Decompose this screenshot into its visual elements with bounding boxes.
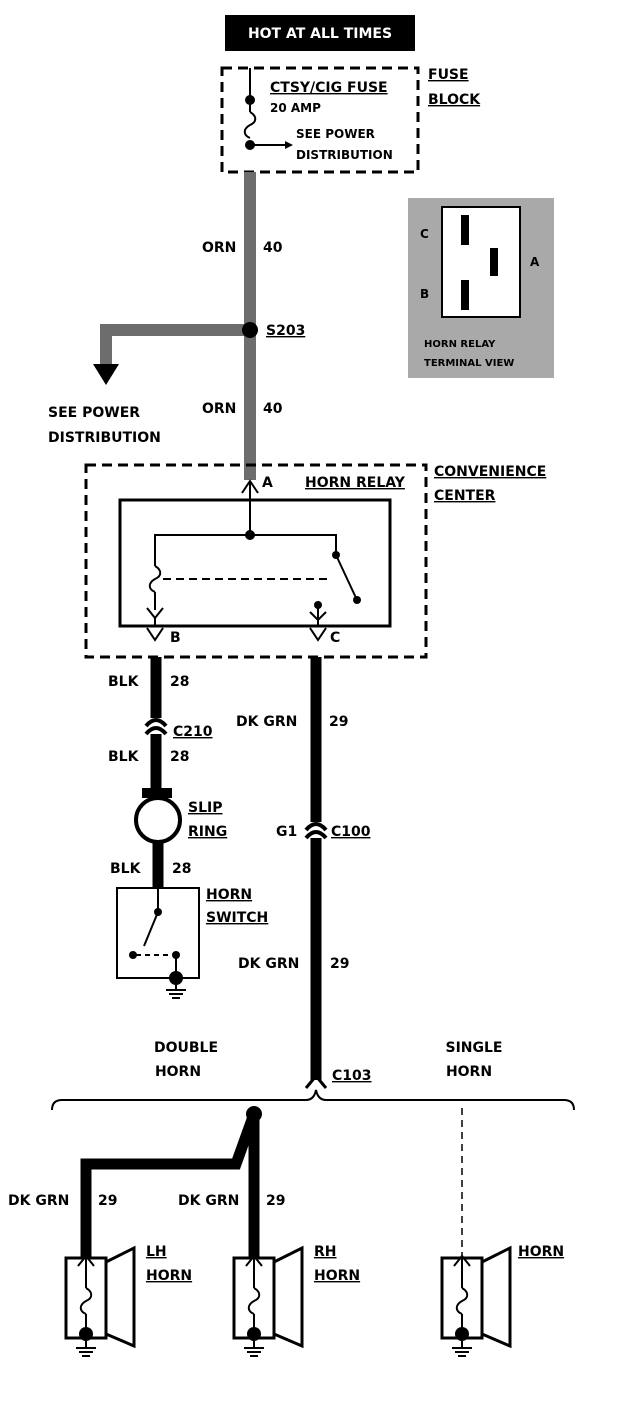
fuse-block-label-line1: FUSE [428, 67, 469, 83]
connector-c100-label: C100 [331, 824, 371, 840]
splice-s203-label: S203 [266, 323, 305, 339]
terminal-view-label-c: C [420, 227, 429, 241]
horn-relay-label: HORN RELAY [305, 475, 406, 491]
blk-lower-color: BLK [110, 861, 142, 877]
fuse-rating: 20 AMP [270, 101, 321, 115]
connector-c210-label: C210 [173, 724, 213, 740]
lh-horn-icon [64, 1245, 136, 1357]
see-power-branch-wire [100, 324, 250, 368]
see-power-left-line1: SEE POWER [48, 405, 140, 421]
dkgrn-lh-circuit: 29 [98, 1193, 117, 1209]
single-horn-label-line2: HORN [446, 1064, 492, 1080]
terminal-view-caption-line2: TERMINAL VIEW [424, 358, 514, 369]
orn-lower-circuit: 40 [263, 401, 283, 417]
see-power-left-line2: DISTRIBUTION [48, 430, 161, 446]
connector-c103-icon [304, 1073, 328, 1089]
orn-lower-color: ORN [202, 401, 236, 417]
terminal-view-pin-a [490, 248, 498, 276]
terminal-view-label-b: B [420, 287, 429, 301]
horn-switch-label-line1: HORN [206, 887, 252, 903]
dkgrn-lh-color: DK GRN [8, 1193, 69, 1209]
terminal-view-pin-b [461, 280, 469, 310]
option-brace [51, 1089, 575, 1111]
fuse-name: CTSY/CIG FUSE [270, 80, 388, 96]
horn-switch-arm [143, 911, 159, 947]
connector-c103-label: C103 [332, 1068, 372, 1084]
terminal-a-label: A [262, 475, 273, 491]
fuse-see-power-line2: DISTRIBUTION [296, 148, 393, 162]
splice-s203-dot [242, 322, 258, 338]
dkgrn-rh-circuit: 29 [266, 1193, 285, 1209]
slip-ring-icon [134, 796, 182, 844]
convenience-center-outline [84, 463, 428, 659]
fuse-top-dot [245, 95, 255, 105]
terminal-b-label: B [170, 630, 181, 646]
blk-lower-circuit: 28 [172, 861, 191, 877]
dkgrn-lower-color: DK GRN [238, 956, 299, 972]
blk-middle-circuit: 28 [170, 749, 189, 765]
single-horn-label-line1: SINGLE [446, 1040, 503, 1056]
convenience-center-label-line1: CONVENIENCE [434, 464, 546, 480]
fuse-see-power-line1: SEE POWER [296, 127, 375, 141]
blk-upper-circuit: 28 [170, 674, 189, 690]
single-horn-icon [440, 1245, 512, 1357]
lh-horn-label-line2: HORN [146, 1268, 192, 1284]
connector-c210-icon [144, 718, 168, 728]
terminal-view-label-a: A [530, 255, 540, 269]
orn-upper-circuit: 40 [263, 240, 283, 256]
relay-contact-arm [335, 554, 358, 601]
see-power-down-arrow-icon [93, 364, 119, 385]
terminal-view-caption-line1: HORN RELAY [424, 339, 496, 350]
slip-ring-label-line1: SLIP [188, 800, 222, 816]
hot-at-all-times-label: HOT AT ALL TIMES [248, 26, 392, 42]
dkgrn-upper-color: DK GRN [236, 714, 297, 730]
orn-upper-color: ORN [202, 240, 236, 256]
dkgrn-wire-lh [80, 1112, 260, 1258]
single-horn-label: HORN [518, 1244, 564, 1260]
horn-switch-ground-icon [166, 985, 186, 999]
horn-relay-terminal-view: C A B HORN RELAY TERMINAL VIEW [408, 198, 554, 378]
horn-switch-label-line2: SWITCH [206, 910, 268, 926]
see-power-arrow-icon [285, 141, 293, 149]
dkgrn-upper-circuit: 29 [329, 714, 348, 730]
terminal-c-label: C [330, 630, 340, 646]
rh-horn-icon [232, 1245, 304, 1357]
fuse-block-label-line2: BLOCK [428, 92, 481, 108]
double-horn-label-line2: HORN [155, 1064, 201, 1080]
dkgrn-rh-color: DK GRN [178, 1193, 239, 1209]
fuse-element-icon [243, 111, 257, 139]
horn-relay-box [118, 498, 392, 628]
double-horn-label-line1: DOUBLE [154, 1040, 218, 1056]
connector-c100-pin: G1 [276, 824, 297, 840]
rh-horn-label-line1: RH [314, 1244, 337, 1260]
hot-at-all-times-banner [225, 15, 415, 51]
slip-ring-label-line2: RING [188, 824, 227, 840]
convenience-center-label-line2: CENTER [434, 488, 496, 504]
dkgrn-lower-circuit: 29 [330, 956, 349, 972]
lh-horn-label-line1: LH [146, 1244, 167, 1260]
relay-coil-icon [148, 565, 162, 593]
blk-upper-color: BLK [108, 674, 140, 690]
connector-c100-icon [304, 822, 328, 832]
terminal-a-arrow-icon [241, 479, 259, 500]
rh-horn-label-line2: HORN [314, 1268, 360, 1284]
blk-middle-color: BLK [108, 749, 140, 765]
fuse-block-outline [220, 66, 420, 174]
terminal-view-pin-c [461, 215, 469, 245]
